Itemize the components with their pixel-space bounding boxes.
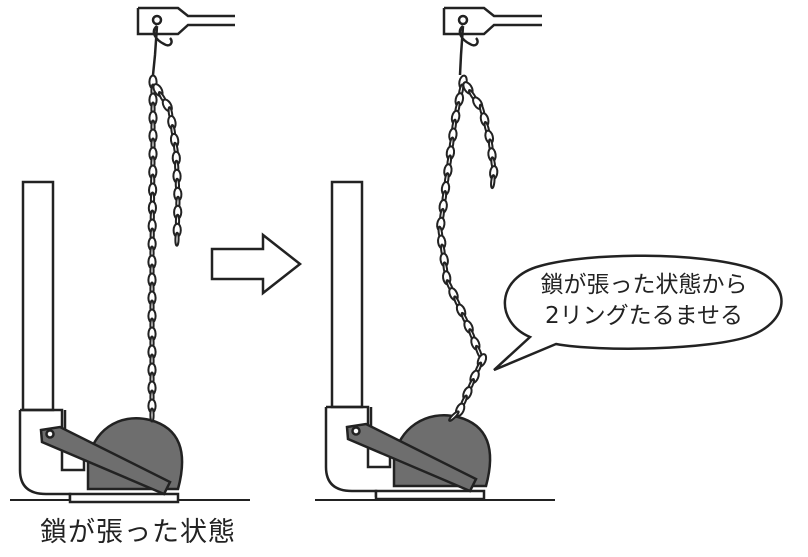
valve-base-right xyxy=(374,489,486,501)
arm-pivot xyxy=(45,429,55,439)
caption-taut-chain: 鎖が張った状態 xyxy=(40,517,236,548)
valve-base xyxy=(68,492,180,504)
lever-hole-right xyxy=(457,14,469,26)
arm-pivot-right xyxy=(351,426,361,436)
right-panel xyxy=(315,6,783,501)
callout-text: 鎖が張った状態から 2リングたるませる xyxy=(506,270,782,332)
chain-hook-right xyxy=(458,25,479,76)
excess-chain-right xyxy=(462,81,499,190)
overflow-tube-right xyxy=(330,180,364,409)
overflow-tube xyxy=(21,180,55,412)
handle-lever-right xyxy=(442,6,542,36)
taut-chain xyxy=(147,74,158,423)
chain-link xyxy=(149,407,155,423)
transition-arrow-icon xyxy=(210,232,303,296)
flapper-arm-right xyxy=(345,422,478,493)
lever-hole xyxy=(151,14,163,26)
handle-lever xyxy=(136,6,235,36)
slack-chain xyxy=(436,74,488,422)
left-panel xyxy=(10,6,250,504)
excess-chain xyxy=(152,83,183,247)
chain-link xyxy=(448,410,460,422)
callout-line-2: 2リングたるませる xyxy=(545,303,743,329)
flapper-arm xyxy=(39,425,172,496)
chain-link xyxy=(174,231,180,247)
callout-bubble xyxy=(493,254,783,372)
chain-hook xyxy=(151,25,173,76)
callout-line-1: 鎖が張った状態から xyxy=(540,272,748,298)
chain-link xyxy=(490,174,496,190)
